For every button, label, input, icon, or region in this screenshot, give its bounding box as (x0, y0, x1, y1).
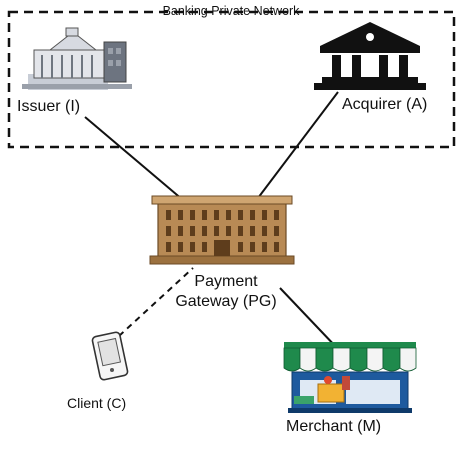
private-network-title: Banking Private Network (162, 4, 300, 18)
bank-building-icon (22, 27, 132, 90)
edge-client-gateway (118, 267, 194, 337)
acquirer-label: Acquirer (A) (342, 96, 428, 113)
edge-merchant-gateway (279, 287, 339, 350)
storefront-icon (283, 342, 417, 413)
client-label: Client (C) (67, 395, 127, 411)
edge-issuer-gateway (84, 116, 184, 201)
gateway-building-icon (149, 195, 295, 265)
edge-acquirer-gateway (257, 91, 339, 199)
issuer-label: Issuer (I) (17, 98, 81, 115)
payment-gateway-label: Payment Gateway (PG) (166, 272, 286, 312)
payment-gateway-label-line1: Payment (194, 273, 258, 290)
bank-temple-icon (314, 22, 426, 90)
merchant-label: Merchant (M) (286, 418, 382, 435)
mobile-phone-icon (91, 331, 129, 381)
private-network-boundary (7, 10, 456, 149)
payment-gateway-label-line2: Gateway (PG) (175, 293, 277, 310)
